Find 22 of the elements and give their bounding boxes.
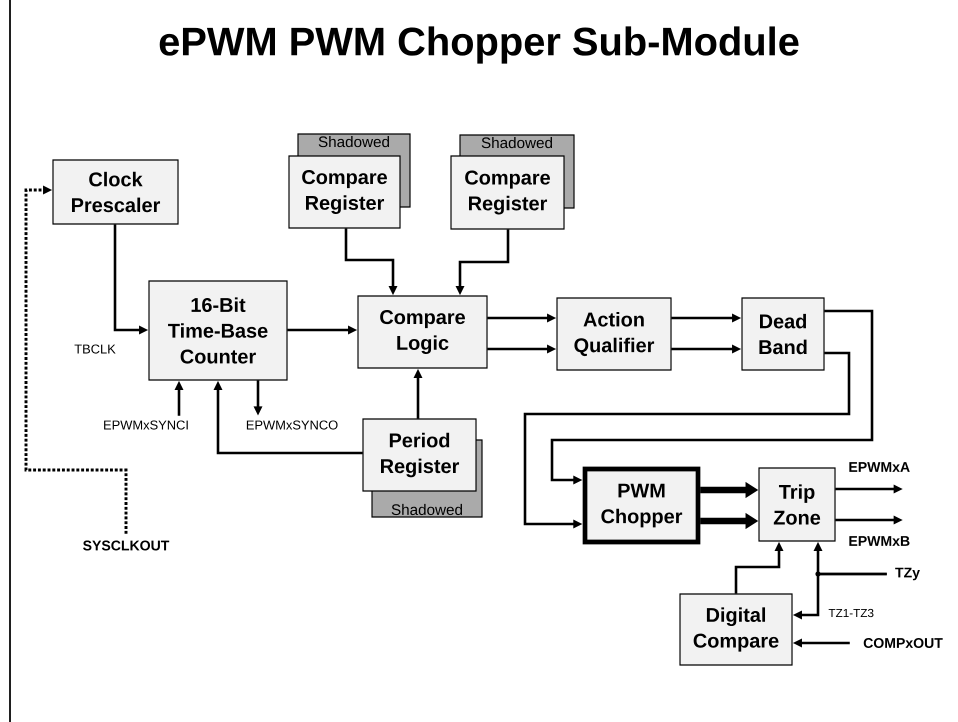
signal-label: EPWMxSYNCO <box>246 420 338 430</box>
block-box: PWM Chopper <box>582 466 700 544</box>
block-box: Trip Zone <box>758 467 836 542</box>
block-box: Clock Prescaler <box>52 159 179 225</box>
signal-label: SYSCLKOUT <box>83 540 170 550</box>
block-box: Digital Compare <box>679 593 793 666</box>
edge-label: TZ1-TZ3 <box>827 608 876 618</box>
block-box: 16-Bit Time-Base Counter <box>148 280 288 381</box>
block-box: Action Qualifier <box>556 297 672 371</box>
block-box: Period Register <box>362 418 477 492</box>
block-box: Dead Band <box>741 297 825 371</box>
edge-label: EPWMxA <box>847 461 912 474</box>
title: ePWM PWM Chopper Sub-Module <box>160 26 799 64</box>
block-box: Compare Register <box>450 155 565 230</box>
signal-label: EPWMxSYNCI <box>104 420 188 430</box>
block-box: Compare Register <box>288 155 401 229</box>
signal-label: COMPxOUT <box>864 638 943 648</box>
signal-label: TZy <box>895 568 920 580</box>
block-box: Compare Logic <box>357 295 488 369</box>
arrow <box>24 186 128 534</box>
edge-label: TBCLK <box>73 343 117 355</box>
edge-label: EPWMxB <box>847 535 912 548</box>
